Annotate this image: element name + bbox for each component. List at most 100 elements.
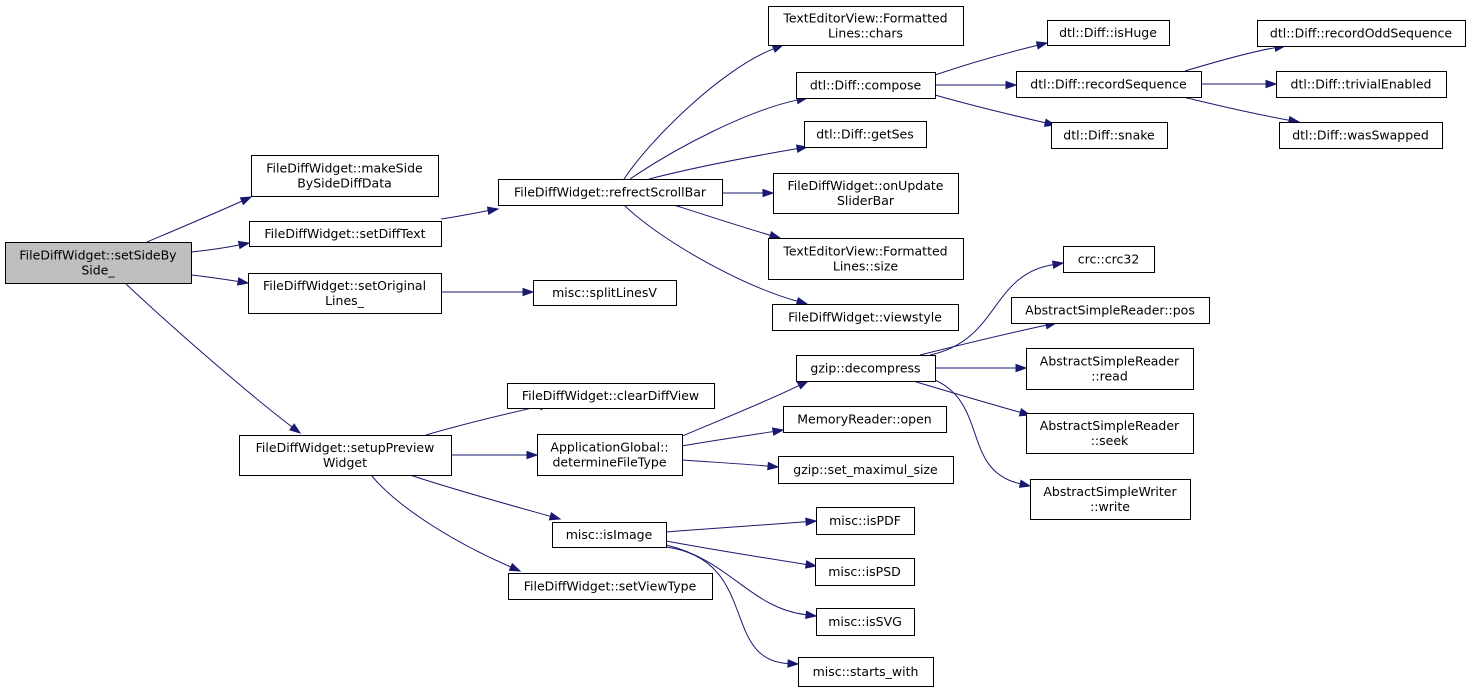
node-label: SliderBar xyxy=(837,193,895,208)
edge-line xyxy=(623,204,798,302)
node-startsWith[interactable]: misc::starts_with xyxy=(798,657,934,687)
edge-refrectScrollBar-to-fmtChars xyxy=(623,44,785,180)
node-label: AbstractSimpleReader::pos xyxy=(1025,303,1195,318)
node-label: ::read xyxy=(1091,369,1128,384)
node-box xyxy=(248,273,442,314)
node-snake[interactable]: dtl::Diff::snake xyxy=(1051,122,1168,149)
node-clearDiffView[interactable]: FileDiffWidget::clearDiffView xyxy=(507,383,715,409)
node-recordOdd[interactable]: dtl::Diff::recordOddSequence xyxy=(1257,20,1466,47)
edge-line xyxy=(648,148,798,180)
node-isSVG[interactable]: misc::isSVG xyxy=(816,608,915,636)
edge-line xyxy=(934,44,1038,76)
node-box xyxy=(239,435,452,476)
node-viewstyle[interactable]: FileDiffWidget::viewstyle xyxy=(772,304,959,331)
edge-recordSequence-to-trivialEnabled xyxy=(1201,79,1278,89)
arrowhead-icon xyxy=(1035,41,1049,50)
edge-line xyxy=(146,200,243,243)
edge-setSideBySide-to-makeSide xyxy=(146,196,253,243)
node-asrPos[interactable]: AbstractSimpleReader::pos xyxy=(1011,297,1210,324)
edge-isImage-to-isPDF xyxy=(665,517,818,533)
edge-line xyxy=(681,431,774,447)
node-label: Widget xyxy=(323,455,367,470)
node-label: FileDiffWidget::viewstyle xyxy=(788,310,942,325)
arrowhead-icon xyxy=(805,610,818,620)
node-isPDF[interactable]: misc::isPDF xyxy=(816,507,915,535)
node-label: dtl::Diff::recordSequence xyxy=(1030,77,1187,92)
edge-setDiffText-to-refrectScrollBar xyxy=(440,206,500,220)
node-label: misc::isPSD xyxy=(828,564,901,579)
node-isHuge[interactable]: dtl::Diff::isHuge xyxy=(1047,20,1170,46)
node-setViewType[interactable]: FileDiffWidget::setViewType xyxy=(508,573,713,600)
node-refrectScrollBar[interactable]: FileDiffWidget::refrectScrollBar xyxy=(498,179,723,206)
edge-line xyxy=(679,385,800,438)
node-getSes[interactable]: dtl::Diff::getSes xyxy=(804,121,927,148)
node-determineFileType[interactable]: ApplicationGlobal::determineFileType xyxy=(537,434,683,476)
node-crc32[interactable]: crc::crc32 xyxy=(1063,246,1155,273)
node-box xyxy=(1030,479,1191,520)
node-label: MemoryReader::open xyxy=(797,412,931,427)
node-box xyxy=(533,280,677,306)
arrowhead-icon xyxy=(796,380,810,390)
edge-setupPreview-to-setViewType xyxy=(370,474,522,572)
node-aswWrite[interactable]: AbstractSimpleWriter::write xyxy=(1030,479,1191,520)
node-label: ::seek xyxy=(1091,433,1129,448)
node-splitLinesV[interactable]: misc::splitLinesV xyxy=(533,280,677,306)
node-asrRead[interactable]: AbstractSimpleReader::read xyxy=(1026,348,1194,390)
node-wasSwapped[interactable]: dtl::Diff::wasSwapped xyxy=(1279,122,1443,149)
arrowhead-icon xyxy=(236,277,250,286)
node-setMax[interactable]: gzip::set_maximul_size xyxy=(778,456,954,484)
node-box xyxy=(816,608,915,636)
node-label: AbstractSimpleWriter xyxy=(1043,484,1177,499)
edge-line xyxy=(912,380,1021,413)
node-box xyxy=(768,238,964,280)
edge-line xyxy=(665,521,807,533)
node-label: AbstractSimpleReader xyxy=(1040,354,1180,369)
node-box xyxy=(816,507,915,535)
edge-line xyxy=(425,405,541,436)
node-box xyxy=(552,522,667,548)
node-box xyxy=(1257,20,1466,47)
edge-line xyxy=(124,282,293,428)
edge-line xyxy=(1184,47,1276,72)
node-isPSD[interactable]: misc::isPSD xyxy=(815,558,915,586)
node-box xyxy=(796,72,936,99)
node-label: BySideDiffData xyxy=(297,176,392,191)
node-box xyxy=(1026,348,1194,390)
node-trivialEnabled[interactable]: dtl::Diff::trivialEnabled xyxy=(1276,71,1447,98)
edge-line xyxy=(681,459,769,467)
node-label: ::write xyxy=(1090,499,1130,514)
node-label: dtl::Diff::isHuge xyxy=(1059,25,1157,40)
node-label: FileDiffWidget::setViewType xyxy=(524,579,697,594)
node-isImage[interactable]: misc::isImage xyxy=(552,522,667,548)
node-compose[interactable]: dtl::Diff::compose xyxy=(796,72,936,99)
node-label: dtl::Diff::trivialEnabled xyxy=(1291,77,1432,92)
node-layer: FileDiffWidget::setSideBySide_FileDiffWi… xyxy=(5,6,1466,687)
node-setDiffText[interactable]: FileDiffWidget::setDiffText xyxy=(249,221,442,247)
node-label: dtl::Diff::compose xyxy=(810,78,922,93)
node-box xyxy=(1063,246,1155,273)
edge-recordSequence-to-wasSwapped xyxy=(1182,96,1301,125)
edge-refrectScrollBar-to-onUpdate xyxy=(722,188,775,198)
edge-setupPreview-to-isImage xyxy=(409,474,562,521)
arrowhead-icon xyxy=(771,44,785,53)
arrowhead-icon xyxy=(1005,80,1018,90)
node-label: FileDiffWidget::setDiffText xyxy=(264,226,425,241)
arrowhead-icon xyxy=(548,512,562,521)
node-decompress[interactable]: gzip::decompress xyxy=(796,355,936,382)
node-asrSeek[interactable]: AbstractSimpleReader::seek xyxy=(1026,413,1194,454)
node-label: misc::isSVG xyxy=(828,614,902,629)
arrowhead-icon xyxy=(486,206,500,215)
node-recordSequence[interactable]: dtl::Diff::recordSequence xyxy=(1016,71,1202,98)
arrowhead-icon xyxy=(795,296,809,306)
node-memOpen[interactable]: MemoryReader::open xyxy=(783,406,947,433)
node-box xyxy=(783,406,947,433)
arrowhead-icon xyxy=(804,560,818,569)
